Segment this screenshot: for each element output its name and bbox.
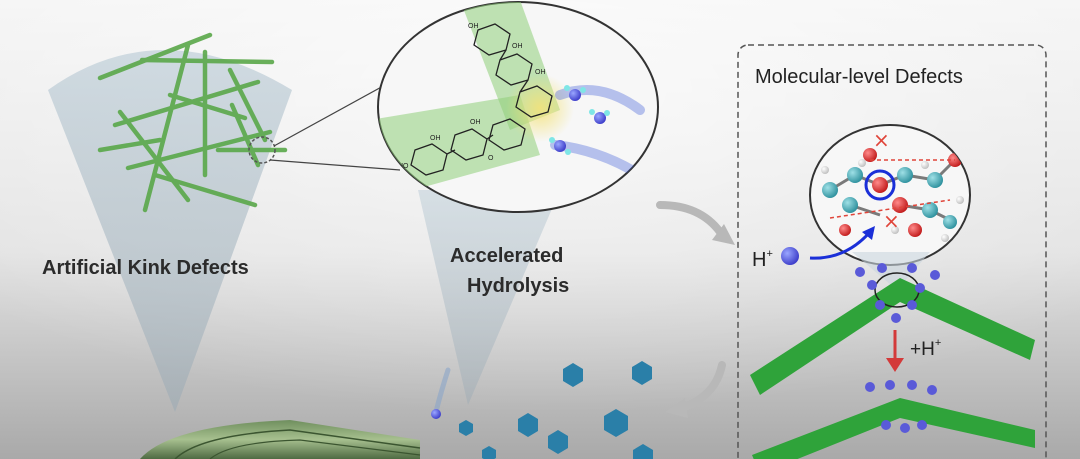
molecular-defects-title: Molecular-level Defects [755,66,963,88]
add-proton-label: +H [910,339,935,360]
molecular-funnel-cone [852,252,930,290]
oh-label: OH [512,43,523,50]
proton-icon [781,247,799,265]
molecular-defects-panel [737,44,1047,459]
magnified-kink-bubble: OH OH OH OH OH HO O [377,1,659,213]
glucose-hexagon-icon [518,413,538,437]
oh-label: OH [535,69,546,76]
fiber-bundle-tube [140,420,421,459]
oh-label: OH [470,119,481,126]
proton-source: H+ [752,226,875,271]
glucose-hexagon-icon [459,420,473,436]
glucose-hexagon-icon [482,446,496,459]
proton-cluster [855,263,940,323]
oh-label: OH [430,135,441,142]
ho-label: HO [398,163,409,170]
hydrolysis-label: Hydrolysis [467,275,569,297]
accelerated-label: Accelerated [450,245,563,267]
ring-o-label: O [488,155,494,162]
proton-cluster-bottom [865,380,937,433]
arrow-head-icon [665,398,688,418]
svg-text:H+: H+ [752,248,773,271]
protonation-arrow: +H+ [886,330,941,372]
glucose-hexagon-icon [548,430,568,454]
fiber-network [97,32,288,213]
proton-icon [431,409,441,419]
kink-zoom-marker [248,136,276,164]
kinked-fiber-top [750,278,1035,395]
middle-funnel-cone [418,190,560,405]
glucose-products [459,361,653,459]
arrow-head-icon [712,224,735,245]
glucose-hexagon-icon [633,444,653,459]
glucose-hexagon-icon [604,409,628,437]
cross-mark-icon: × [883,209,900,233]
glucose-hexagon-icon [632,361,652,385]
svg-text:+H+: +H+ [910,337,941,360]
target-oxygen-ring [864,169,896,201]
molecular-zoom-bubble: × × [809,124,971,266]
glucose-hexagon-icon [563,363,583,387]
cross-mark-icon: × [873,128,890,152]
process-arrows [656,201,726,412]
h-plus-label: H [752,249,766,271]
artificial-kink-label: Artificial Kink Defects [42,257,249,279]
kinked-fiber-bottom [752,398,1035,459]
oh-label: OH [468,23,479,30]
